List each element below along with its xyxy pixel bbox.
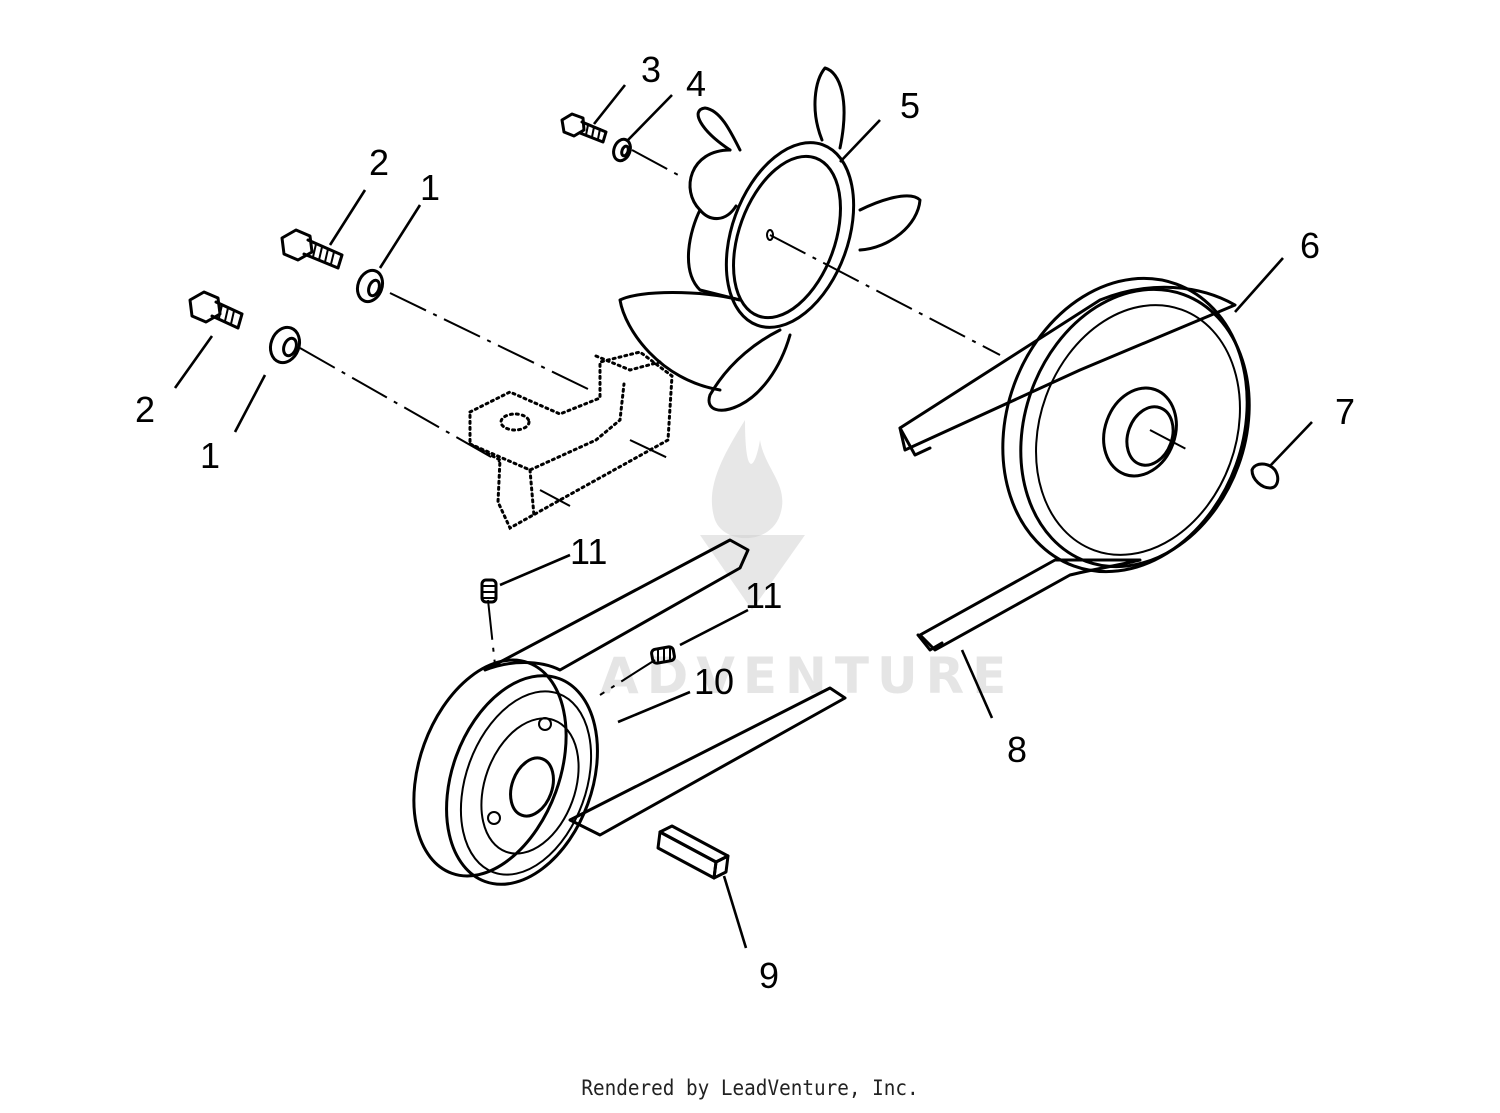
callout-6: 6 — [1300, 225, 1320, 266]
callout-9: 9 — [759, 955, 779, 996]
callout-1-upper: 1 — [420, 167, 440, 208]
callout-5: 5 — [900, 85, 920, 126]
footer-credit: Rendered by LeadVenture, Inc. — [581, 1076, 919, 1100]
callout-7: 7 — [1335, 391, 1355, 432]
callout-3: 3 — [641, 49, 661, 90]
large-pulley — [898, 276, 1251, 652]
fan — [618, 66, 922, 412]
set-screw-a — [480, 578, 498, 604]
callout-8: 8 — [1007, 729, 1027, 770]
washer-lower — [268, 325, 302, 365]
callout-1-lower: 1 — [200, 435, 220, 476]
bolt-lower — [188, 290, 244, 330]
small-washer — [612, 137, 632, 163]
half-moon-key — [1250, 462, 1280, 490]
callout-11-lower: 11 — [745, 575, 782, 616]
callout-4: 4 — [686, 63, 706, 104]
callout-2-upper: 2 — [369, 142, 389, 183]
small-pulley — [412, 538, 847, 886]
callouts: 3 4 5 2 1 2 1 6 7 11 11 10 8 9 — [135, 49, 1355, 996]
watermark-text: ADVENTURE — [600, 647, 1014, 705]
callout-2-lower: 2 — [135, 389, 155, 430]
watermark: ADVENTURE — [600, 420, 1014, 705]
centre-lines — [299, 149, 1189, 696]
square-key — [656, 824, 730, 880]
bolt-upper — [280, 228, 344, 270]
bracket — [468, 350, 674, 531]
callout-10: 10 — [694, 661, 734, 702]
set-screw-b — [650, 645, 676, 665]
callout-11-upper: 11 — [570, 531, 607, 572]
washer-upper — [355, 268, 385, 304]
leader-lines — [173, 84, 1313, 949]
small-bolt — [560, 112, 608, 144]
